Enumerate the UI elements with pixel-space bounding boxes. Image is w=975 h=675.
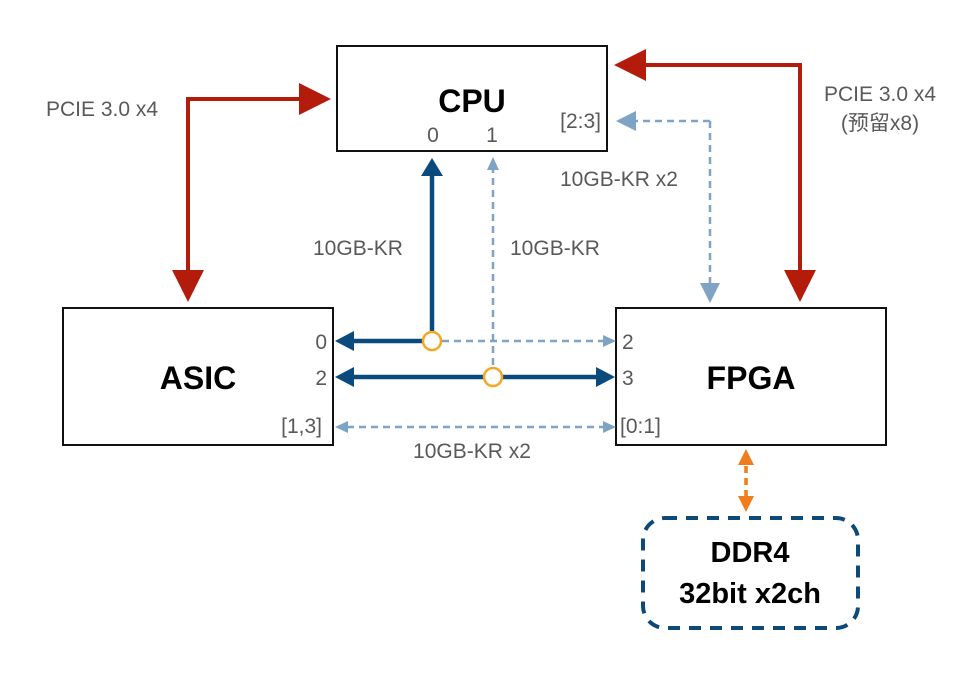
cpu-port-2-3: [2:3] <box>560 110 601 133</box>
asic-port-2: 2 <box>315 367 327 390</box>
kr-link-asic2-fpga3 <box>335 366 615 388</box>
kr-link-cpu1: 10GB-KR <box>487 157 600 377</box>
cpu-port-1: 1 <box>486 124 498 147</box>
pcie-link-cpu-fpga: PCIE 3.0 x4 (预留x8) <box>614 49 936 302</box>
kr-cpu1-label: 10GB-KR <box>510 237 600 260</box>
ddr4-title: DDR4 <box>711 537 790 569</box>
junction-node <box>482 366 504 388</box>
kr-cpu-fpga-label: 10GB-KR x2 <box>560 168 678 191</box>
fpga-block: FPGA 2 3 [0:1] <box>615 307 887 446</box>
cpu-port-0: 0 <box>427 124 439 147</box>
pcie-right-reserved-label: (预留x8) <box>841 112 919 135</box>
pcie-right-label: PCIE 3.0 x4 <box>824 83 936 106</box>
fpga-port-3: 3 <box>622 367 634 390</box>
pcie-left-label: PCIE 3.0 x4 <box>46 98 158 121</box>
asic-title: ASIC <box>160 360 236 396</box>
fpga-port-0-1: [0:1] <box>620 415 661 438</box>
asic-block: ASIC 0 2 [1,3] <box>62 307 334 446</box>
ddr4-spec: 32bit x2ch <box>679 578 821 610</box>
cpu-title: CPU <box>438 83 506 119</box>
cpu-block: CPU 0 1 [2:3] <box>336 45 608 152</box>
kr-link-asic0 <box>335 330 616 352</box>
asic-port-1-3: [1,3] <box>281 415 322 438</box>
ddr-link <box>738 449 754 512</box>
kr-link-cpu-fpga: 10GB-KR x2 <box>560 111 720 303</box>
fpga-title: FPGA <box>707 360 796 396</box>
asic-port-0: 0 <box>315 331 327 354</box>
kr-link-cpu0: 10GB-KR <box>313 158 443 340</box>
fpga-port-2: 2 <box>622 331 634 354</box>
junction-node <box>421 330 443 352</box>
kr-asic-fpga-label: 10GB-KR x2 <box>413 440 531 463</box>
pcie-link-cpu-asic: PCIE 3.0 x4 <box>46 83 331 302</box>
kr-link-asic-fpga: 10GB-KR x2 <box>335 421 616 463</box>
ddr4-block: DDR4 32bit x2ch <box>641 516 860 630</box>
kr-cpu0-label: 10GB-KR <box>313 237 403 260</box>
